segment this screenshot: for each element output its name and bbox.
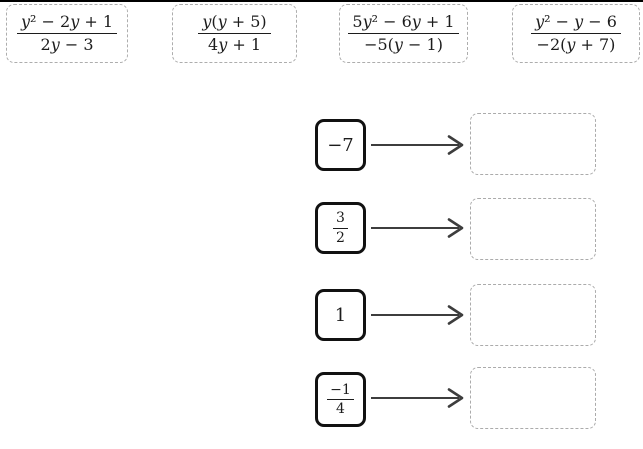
fraction-denominator: −2(y + 7): [536, 35, 616, 54]
fraction-numerator: 5y² − 6y + 1: [348, 12, 459, 34]
expression-fraction: y(y + 5) 4y + 1: [198, 12, 271, 55]
arrow-icon: [371, 388, 464, 408]
expression-tile-2[interactable]: y(y + 5) 4y + 1: [172, 4, 297, 63]
drop-zone-3[interactable]: [470, 284, 596, 346]
drop-zone-2[interactable]: [470, 198, 596, 260]
card-fraction: −1 4: [327, 382, 354, 417]
top-border-line: [0, 0, 643, 2]
arrow-icon: [371, 135, 464, 155]
drop-zone-1[interactable]: [470, 113, 596, 175]
fraction-denominator: 4y + 1: [208, 35, 261, 54]
fraction-denominator: 2: [336, 229, 345, 246]
fraction-denominator: 2y − 3: [40, 35, 94, 54]
card-value: 1: [334, 304, 347, 326]
value-card-neg-1-fourth[interactable]: −1 4: [315, 372, 366, 427]
fraction-denominator: −5(y − 1): [364, 35, 443, 54]
drop-zone-4[interactable]: [470, 367, 596, 429]
fraction-numerator: y² − 2y + 1: [16, 12, 118, 34]
arrow-icon: [371, 218, 464, 238]
value-card-3-halves[interactable]: 3 2: [315, 202, 366, 254]
expression-tile-4[interactable]: y² − y − 6 −2(y + 7): [512, 4, 640, 63]
fraction-numerator: 3: [333, 210, 348, 229]
value-card-1[interactable]: 1: [315, 289, 366, 341]
expression-fraction: y² − 2y + 1 2y − 3: [16, 12, 118, 55]
expression-tile-3[interactable]: 5y² − 6y + 1 −5(y − 1): [339, 4, 468, 63]
expression-tile-1[interactable]: y² − 2y + 1 2y − 3: [6, 4, 128, 63]
arrow-icon: [371, 305, 464, 325]
fraction-numerator: y(y + 5): [198, 12, 271, 34]
fraction-numerator: y² − y − 6: [531, 12, 621, 34]
card-value: −7: [327, 134, 354, 156]
expression-fraction: 5y² − 6y + 1 −5(y − 1): [348, 12, 459, 55]
fraction-denominator: 4: [336, 401, 345, 417]
value-card-neg-7[interactable]: −7: [315, 119, 366, 171]
expression-fraction: y² − y − 6 −2(y + 7): [531, 12, 621, 55]
card-fraction: 3 2: [333, 210, 348, 246]
fraction-numerator: −1: [327, 382, 354, 400]
